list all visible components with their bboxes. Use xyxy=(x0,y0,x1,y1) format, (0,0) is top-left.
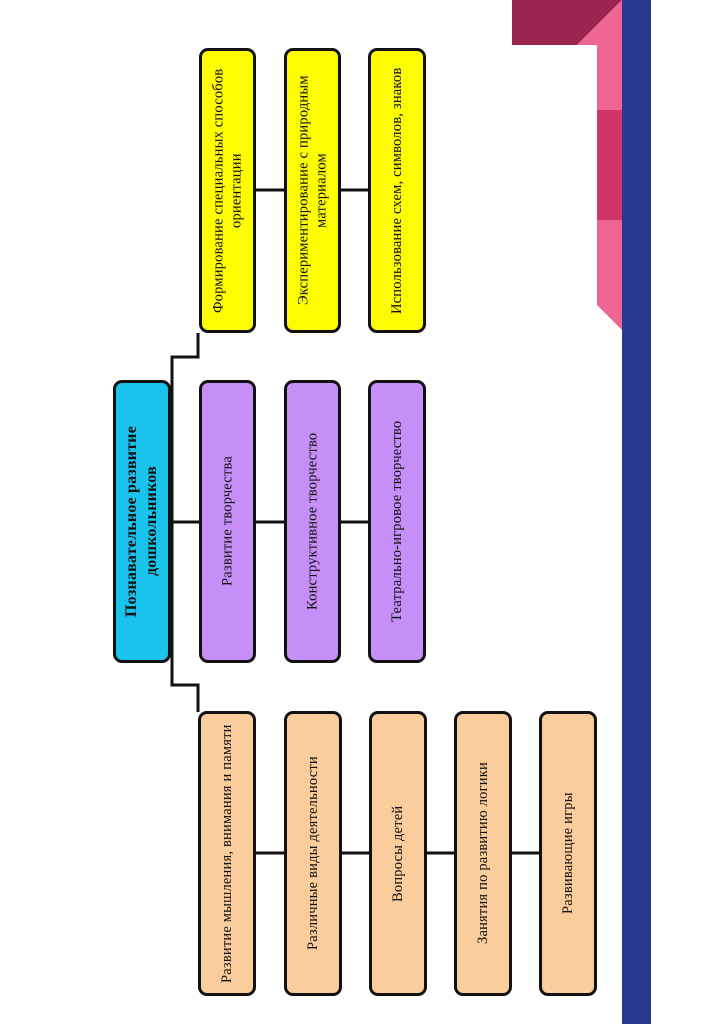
orange-node-5: Развивающие игры xyxy=(539,711,597,996)
root-node: Познавательное развитие дошкольников xyxy=(113,380,171,663)
magenta-strip xyxy=(597,110,622,220)
orange-node-1: Развитие мышления, внимания и памяти xyxy=(198,711,256,996)
purple-node-1: Развитие творчества xyxy=(199,380,256,663)
orange-node-2: Различные виды деятельности xyxy=(284,711,342,996)
yellow-node-1: Формирование специальных способов ориент… xyxy=(199,48,256,333)
maroon-corner-shape xyxy=(512,0,622,45)
purple-node-3: Театрально-игровое творчество xyxy=(368,380,426,663)
orange-node-4: Занятия по развитию логики xyxy=(454,711,512,996)
orange-node-3: Вопросы детей xyxy=(369,711,427,996)
yellow-node-2: Экспериментирование с природным материал… xyxy=(284,48,341,333)
purple-node-2: Конструктивное творчество xyxy=(284,380,341,663)
blue-vertical-bar xyxy=(622,0,651,1024)
yellow-node-3: Использование схем, символов, знаков xyxy=(368,48,426,333)
